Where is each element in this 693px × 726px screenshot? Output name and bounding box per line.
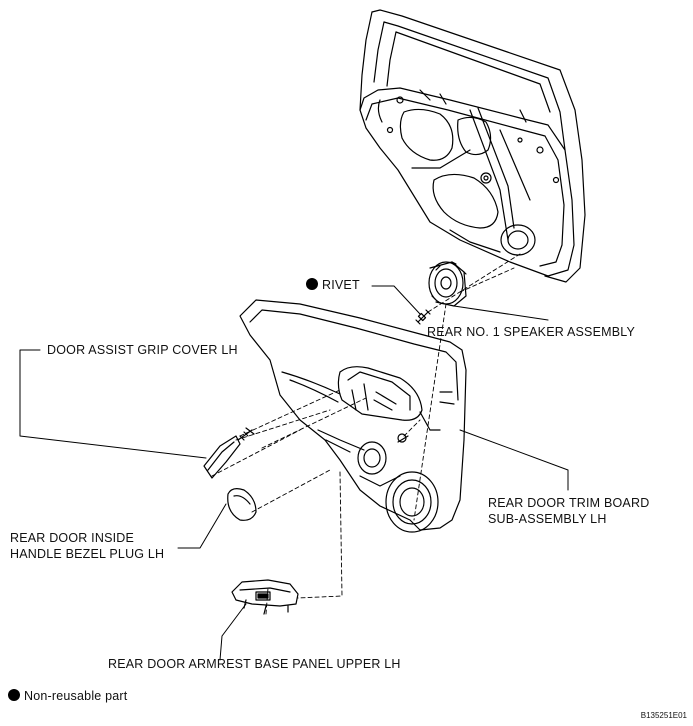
rivet-label: RIVET — [306, 277, 360, 293]
legend: Non-reusable part — [8, 688, 127, 704]
filled-circle-icon — [8, 689, 20, 701]
bezel-plug-label-line2: HANDLE BEZEL PLUG LH — [10, 547, 165, 561]
grip-cover-drawing — [203, 435, 241, 479]
grip-screw-drawing — [237, 427, 255, 441]
leader-lines — [19, 285, 569, 661]
trim-board-drawing — [239, 299, 467, 533]
grip-cover-label: DOOR ASSIST GRIP COVER LH — [47, 343, 238, 357]
armrest-panel-label: REAR DOOR ARMREST BASE PANEL UPPER LH — [108, 657, 401, 671]
assembly-guide-lines — [211, 253, 521, 615]
bezel-plug-label-line1: REAR DOOR INSIDE — [10, 531, 135, 545]
figure-code: B135251E01 — [640, 711, 687, 720]
door-panel-drawing — [359, 9, 586, 283]
trim-board-label-line1: REAR DOOR TRIM BOARD — [488, 496, 650, 510]
speaker-label: REAR NO. 1 SPEAKER ASSEMBLY — [427, 325, 636, 339]
trim-board-label-line2: SUB-ASSEMBLY LH — [488, 512, 607, 526]
bezel-plug-drawing — [227, 488, 257, 521]
legend-text: Non-reusable part — [24, 689, 128, 703]
screw-drawing — [397, 433, 409, 443]
non-reusable-marker-icon — [306, 278, 318, 290]
rivet-drawing — [415, 309, 431, 325]
rivet-label-text: RIVET — [322, 278, 360, 292]
